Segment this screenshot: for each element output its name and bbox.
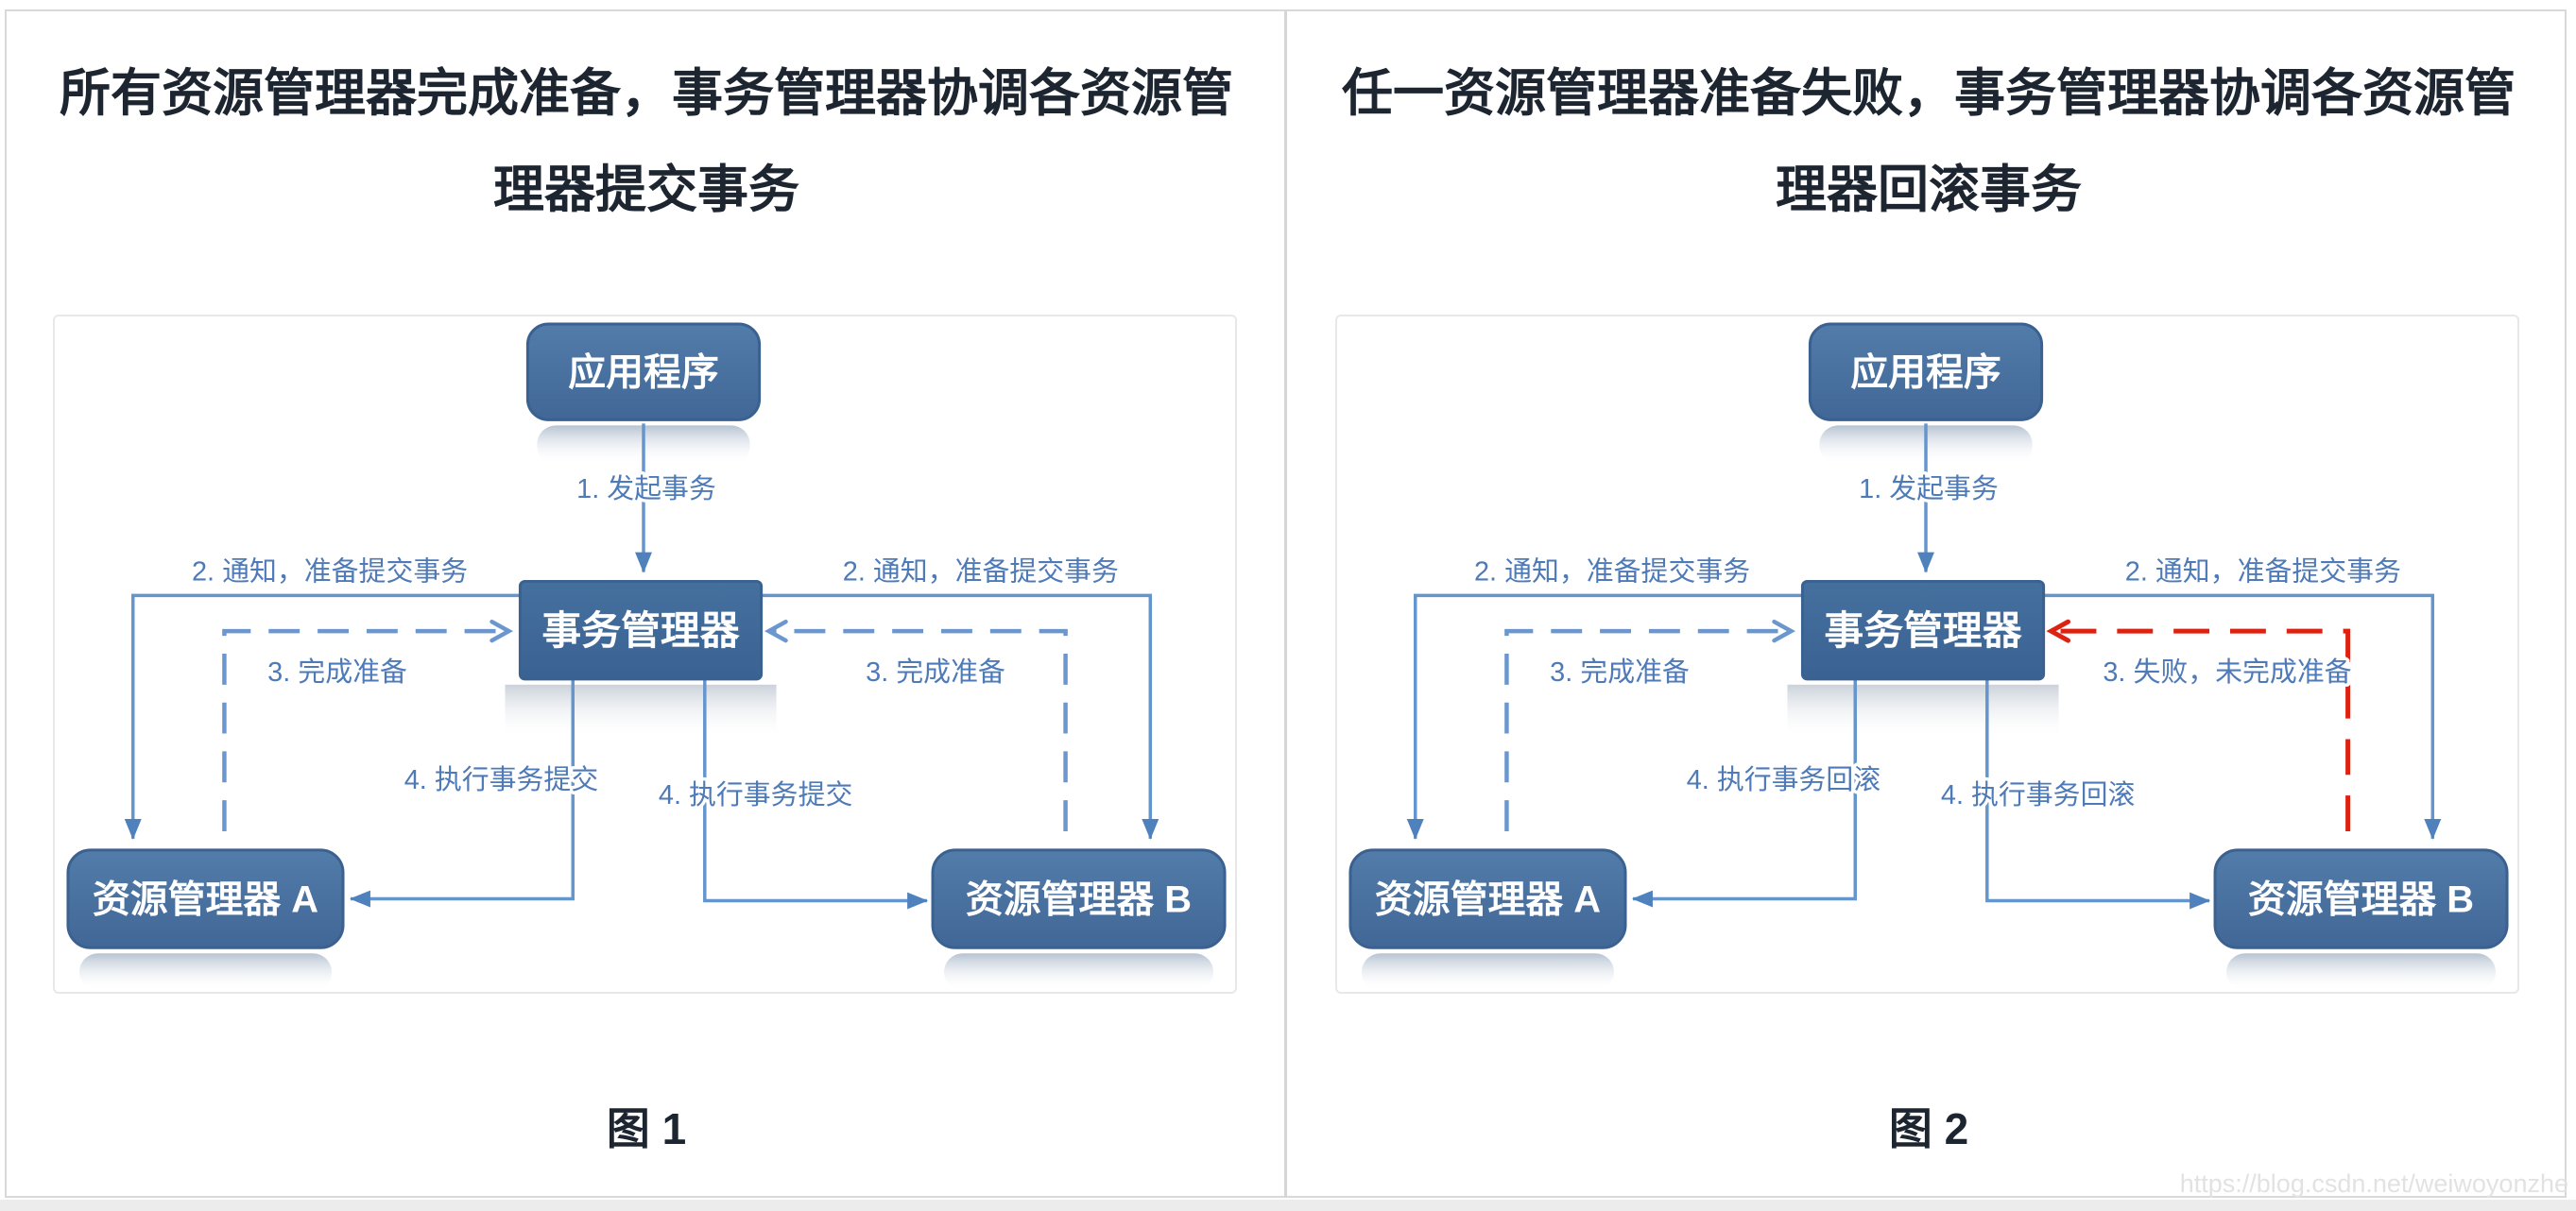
label-step4-left: 4. 执行事务回滚 [1687, 765, 1880, 795]
tm-node-reflection [1787, 684, 2059, 740]
rm-b-node-reflection [943, 953, 1214, 992]
label-step4-right: 4. 执行事务提交 [659, 780, 852, 810]
tm-node-reflection [505, 684, 777, 740]
tm-node [1800, 579, 2046, 681]
app-node-label: 应用程序 [568, 352, 718, 394]
panel-title-line1: 任一资源管理器准备失败，事务管理器协调各资源管 [1342, 65, 2516, 122]
label-step1: 1. 发起事务 [576, 474, 716, 504]
label-step4-left: 4. 执行事务提交 [404, 765, 598, 795]
panel-title: 任一资源管理器准备失败，事务管理器协调各资源管 理器回滚事务 [1309, 45, 2549, 238]
arrow-step2-left [1406, 593, 1803, 840]
arrow-step2-right [2043, 593, 2442, 840]
rm-b-node [2213, 848, 2509, 949]
label-step1: 1. 发起事务 [1859, 474, 1999, 504]
watermark-url: https://blog.csdn.net/weiwoyonzhe [2179, 1169, 2568, 1198]
label-step3-left: 3. 完成准备 [267, 657, 407, 688]
app-node-label: 应用程序 [1850, 352, 2001, 394]
label-step2-right: 2. 通知，准备提交事务 [843, 556, 1119, 587]
flow-diagram-svg: 应用程序 事务管理器 资源管理器 A 资源管理器 B 1. 发起事务 2. 通知… [1348, 322, 2509, 992]
panel-rollback: 任一资源管理器准备失败，事务管理器协调各资源管 理器回滚事务 应用程序 事务管理 [1290, 11, 2567, 1198]
arrow-step2-left [124, 593, 521, 840]
tm-node [518, 579, 764, 681]
label-step4-right: 4. 执行事务回滚 [1941, 780, 2135, 810]
panel-title: 所有资源管理器完成准备，事务管理器协调各资源管 理器提交事务 [26, 45, 1266, 238]
figure-caption: 图 1 [606, 1104, 687, 1153]
label-step3-left: 3. 完成准备 [1550, 657, 1690, 688]
panel-commit: 所有资源管理器完成准备，事务管理器协调各资源管 理器提交事务 应用程序 事务管理 [8, 11, 1285, 1198]
label-step2-left: 2. 通知，准备提交事务 [192, 556, 468, 587]
flow-diagram: 应用程序 事务管理器 资源管理器 A 资源管理器 B 1. 发起事务 2. 通知… [53, 315, 1237, 994]
arrow-step3-right-failure [2046, 619, 2351, 831]
label-step2-right: 2. 通知，准备提交事务 [2125, 556, 2401, 587]
panel-title-line2: 理器回滚事务 [1776, 162, 2082, 218]
rm-a-node [1348, 848, 1627, 949]
tm-node-label: 事务管理器 [541, 608, 739, 653]
arrow-step2-right [761, 593, 1159, 840]
flow-diagram: 应用程序 事务管理器 资源管理器 A 资源管理器 B 1. 发起事务 2. 通知… [1335, 315, 2519, 994]
panel-divider [1284, 9, 1287, 1198]
flow-diagram-svg: 应用程序 事务管理器 资源管理器 A 资源管理器 B 1. 发起事务 2. 通知… [66, 322, 1227, 992]
arrow-step4-left [1632, 678, 1857, 908]
label-step3-right: 3. 完成准备 [866, 657, 1005, 688]
rm-a-node-label: 资源管理器 A [1375, 879, 1601, 921]
arrow-step3-left [222, 619, 514, 831]
rm-b-node-label: 资源管理器 B [2248, 879, 2474, 921]
arrow-step4-right [1985, 678, 2211, 910]
figure-caption: 图 2 [1888, 1104, 1969, 1153]
panel-title-line1: 所有资源管理器完成准备，事务管理器协调各资源管 [60, 65, 1233, 122]
panel-title-line2: 理器提交事务 [493, 162, 799, 218]
rm-a-node-reflection [78, 953, 333, 992]
rm-b-node [931, 848, 1227, 949]
arrow-step3-right [764, 619, 1068, 831]
bottom-strip [0, 1200, 2576, 1211]
app-node [525, 322, 762, 421]
rm-a-node [66, 848, 345, 949]
label-step2-left: 2. 通知，准备提交事务 [1474, 556, 1750, 587]
arrow-step3-left [1504, 619, 1796, 831]
rm-b-node-label: 资源管理器 B [966, 879, 1192, 921]
tm-node-label: 事务管理器 [1824, 608, 2021, 653]
app-node [1808, 322, 2044, 421]
label-step3-right: 3. 失败，未完成准备 [2103, 657, 2351, 688]
arrow-step4-right [703, 678, 929, 910]
rm-a-node-label: 资源管理器 A [93, 879, 318, 921]
rm-b-node-reflection [2225, 953, 2497, 992]
arrow-step4-left [350, 678, 575, 908]
rm-a-node-reflection [1361, 953, 1615, 992]
